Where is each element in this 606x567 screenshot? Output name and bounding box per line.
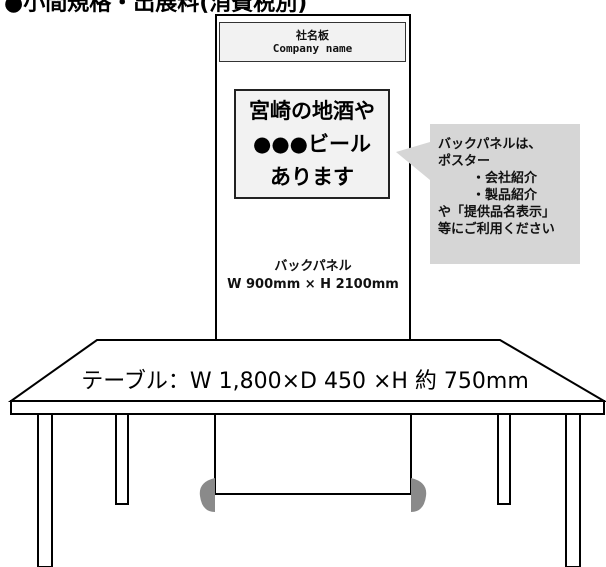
callout-line-4: ・製品紹介 bbox=[472, 188, 538, 203]
table-leg-back-left bbox=[115, 413, 129, 505]
back-panel-title: バックパネル bbox=[274, 259, 352, 274]
name-plate-line-2: Company name bbox=[272, 42, 353, 55]
table-edge bbox=[10, 400, 605, 415]
callout-line-3: ・会社紹介 bbox=[472, 171, 538, 186]
back-panel-label: バックパネル W 900mm × H 2100mm bbox=[215, 258, 411, 294]
callout-tail bbox=[396, 142, 430, 180]
table-dimensions-label: テーブル：W 1,800×D 450 ×H 約 750mm bbox=[81, 369, 529, 394]
callout-line-6: 等にご利用ください bbox=[438, 222, 555, 237]
callout-bubble: バックパネルは、 ポスター ・会社紹介 ・製品紹介 や「提供品名表示」 等にご利… bbox=[430, 124, 580, 264]
table-leg-front-right bbox=[565, 413, 581, 567]
panel-foot-left bbox=[199, 478, 215, 512]
poster-line-2: ●●●ビール bbox=[253, 131, 371, 156]
panel-lower-section bbox=[214, 409, 412, 495]
table-leg-back-right bbox=[497, 413, 511, 505]
page-heading: ●小間規格・出展料(消費税別) bbox=[4, 0, 308, 16]
panel-foot-right bbox=[411, 478, 427, 512]
company-name-plate: 社名板 Company name bbox=[219, 22, 406, 62]
poster-line-1: 宮崎の地酒や bbox=[249, 98, 375, 123]
name-plate-line-1: 社名板 bbox=[296, 29, 329, 42]
back-panel-size: W 900mm × H 2100mm bbox=[227, 277, 399, 292]
table-leg-front-left bbox=[37, 413, 53, 567]
poster-sign: 宮崎の地酒や ●●●ビール あります bbox=[234, 89, 390, 199]
poster-line-3: あります bbox=[270, 164, 354, 189]
callout-line-2: ポスター bbox=[438, 154, 491, 169]
callout-line-1: バックパネルは、 bbox=[438, 137, 542, 152]
callout-line-5: や「提供品名表示」 bbox=[438, 205, 556, 220]
